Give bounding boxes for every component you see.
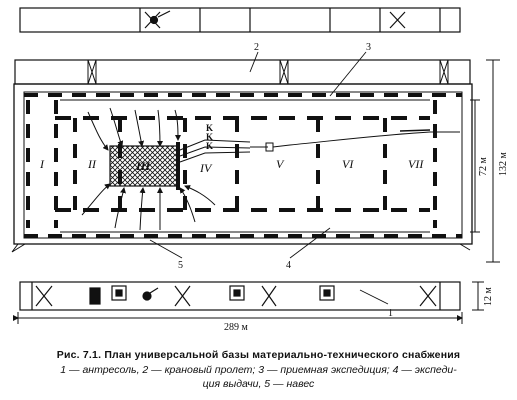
flow-arrows (81, 107, 216, 231)
dimension-length: 289 м (224, 322, 249, 333)
leader-label-3: 3 (366, 42, 371, 53)
figure-caption-legend-line1: 1 — антресоль, 2 — крановый пролет; 3 — … (60, 364, 457, 376)
leader-label-4: 4 (286, 260, 291, 271)
main-building (11, 83, 473, 253)
section-label-7: VII (408, 157, 424, 171)
dimension-inner-height: 72 м (478, 157, 489, 177)
bottom-strip (19, 281, 461, 311)
leader-label-5: 5 (178, 260, 183, 271)
section-label-5: V (276, 157, 285, 171)
k-label-3: K (206, 141, 213, 151)
figure-caption-legend-line2: ция выдачи, 5 — навес (202, 378, 315, 390)
leader-label-1: 1 (388, 308, 393, 319)
section-labels: I II III IV V VI VII (39, 157, 424, 175)
leader-lines (149, 51, 389, 305)
dimensions (13, 59, 500, 324)
dimension-total-height: 132 м (498, 152, 509, 177)
supply-lines (179, 129, 460, 163)
crane-symbol-top (149, 15, 159, 25)
section-label-6: VI (342, 157, 354, 171)
section-label-3: III (135, 159, 151, 173)
top-strip (19, 7, 461, 33)
crane-symbol-bottom (142, 291, 152, 301)
site-plan-drawing: I II III IV V VI VII K K K (11, 7, 509, 333)
section-label-1: I (39, 157, 45, 171)
leader-label-2: 2 (254, 42, 259, 53)
k-label-2: K (206, 132, 213, 142)
crane-span (14, 59, 471, 85)
figure-caption-title: Рис. 7.1. План универсальной базы матери… (56, 349, 461, 361)
k-label-1: K (206, 123, 213, 133)
section-label-2: II (87, 157, 97, 171)
section-label-4: IV (199, 161, 213, 175)
k-labels: K K K (206, 123, 213, 151)
dimension-bottom-depth: 12 м (483, 287, 494, 307)
